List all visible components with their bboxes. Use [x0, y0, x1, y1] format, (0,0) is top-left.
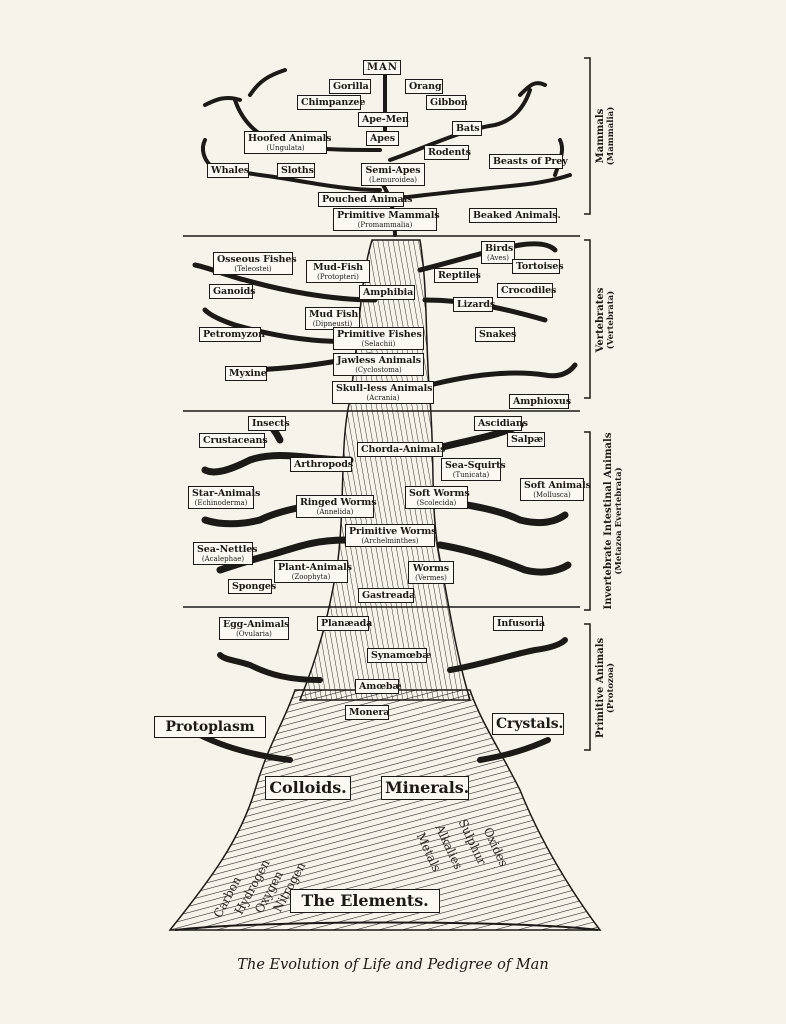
node-the-elements: The Elements.	[290, 889, 440, 913]
node-arthropods: Arthropods	[290, 457, 353, 472]
node-chorda-animals: Chorda-Animals	[357, 442, 445, 457]
node-worms: Worms(Vermes)	[408, 561, 454, 584]
node-insects: Insects	[248, 416, 290, 431]
protozoa-branches	[217, 637, 568, 683]
node-osseous-fishes: Osseous Fishes(Teleostei)	[213, 252, 297, 275]
node-birds: Birds(Aves)	[481, 241, 515, 264]
node-mud-fish-protopteri: Mud-Fish(Protopteri)	[306, 260, 370, 283]
node-monera: Monera	[345, 705, 389, 720]
group-brackets	[584, 57, 591, 751]
group-mammals: Mammals(Mammalia)	[595, 106, 616, 166]
node-star-animals: Star-Animals(Echinoderma)	[188, 486, 260, 509]
node-crocodiles: Crocodiles	[497, 283, 556, 298]
node-beaked-animals: Beaked Animals.	[469, 208, 561, 223]
node-protoplasm: Protoplasm	[154, 716, 266, 738]
node-crustaceans: Crustaceans	[199, 433, 268, 448]
node-amphioxus: Amphioxus	[509, 394, 571, 409]
node-egg-animals: Egg-Animals(Ovularia)	[219, 617, 290, 640]
node-ringed-worms: Ringed Worms(Annelida)	[296, 495, 377, 518]
node-man: MAN	[363, 60, 401, 75]
node-ganoids: Ganoids	[209, 284, 256, 299]
figure-caption: The Evolution of Life and Pedigree of Ma…	[237, 957, 549, 973]
node-bats: Bats	[452, 121, 482, 136]
node-sponges: Sponges	[228, 579, 276, 594]
node-primitive-worms: Primitive Worms(Archelminthes)	[345, 524, 437, 547]
node-amphibia: Amphibia	[359, 285, 415, 300]
trunk	[298, 239, 472, 701]
node-plant-animals: Plant-Animals(Zoophyta)	[274, 560, 352, 583]
node-gorilla: Gorilla	[329, 79, 371, 94]
node-ape-men: Ape-Men	[358, 112, 409, 127]
node-sloths: Sloths	[277, 163, 315, 178]
node-myxine: Myxine	[225, 366, 267, 381]
node-apes: Apes	[366, 131, 399, 146]
node-rodents: Rodents	[424, 145, 471, 160]
node-soft-animals: Soft Animals(Mollusca)	[520, 478, 591, 501]
node-synamoebae: Synamœbæ	[367, 648, 431, 663]
section-dividers	[183, 235, 580, 608]
node-beasts-of-prey: Beasts of Prey	[489, 154, 568, 169]
node-ascidians: Ascidians	[474, 416, 528, 431]
node-lizards: Lizards	[453, 297, 495, 312]
node-soft-worms: Soft Worms(Scolecida)	[405, 486, 470, 509]
node-sea-nettles: Sea-Nettles(Acalephae)	[193, 542, 258, 565]
node-colloids: Colloids.	[265, 776, 351, 800]
node-hoofed-animals: Hoofed Animals(Ungulata)	[244, 131, 331, 154]
node-salpae: Salpæ	[507, 432, 545, 447]
node-minerals: Minerals.	[381, 776, 469, 800]
node-gibbon: Gibbon	[426, 95, 468, 110]
node-planaeada: Planæada	[317, 616, 372, 631]
node-tortoises: Tortoises	[512, 259, 564, 274]
node-jawless-animals: Jawless Animals(Cyclostoma)	[333, 353, 424, 376]
node-snakes: Snakes	[475, 327, 516, 342]
group-primitive-animals: Primitive Animals(Protozoa)	[595, 637, 616, 739]
node-mud-fish-dipneusti: Mud Fish(Dipneusti)	[305, 307, 360, 330]
node-orang: Orang	[405, 79, 443, 94]
node-skull-less-animals: Skull-less Animals(Acrania)	[332, 381, 434, 404]
node-whales: Whales	[207, 163, 249, 178]
node-petromyzon: Petromyzon	[199, 327, 265, 342]
node-semi-apes: Semi-Apes(Lemuroidea)	[361, 163, 425, 186]
trunk-base	[168, 689, 602, 931]
node-pouched-animals: Pouched Animals	[318, 192, 412, 207]
node-infusoria: Infusoria	[493, 616, 545, 631]
node-primitive-mammals: Primitive Mammals(Promammalia)	[333, 208, 440, 231]
node-reptiles: Reptiles	[434, 268, 481, 283]
node-gastreada: Gastreada	[358, 588, 415, 603]
group-invertebrate: Invertebrate Intestinal Animals(Metazoa …	[603, 432, 624, 610]
node-primitive-fishes: Primitive Fishes(Selachii)	[333, 327, 424, 350]
group-vertebrates: Vertebrates(Vertebrata)	[595, 287, 616, 353]
node-amoebae: Amœbæ	[355, 679, 402, 694]
node-sea-squirts: Sea-Squirts(Tunicata)	[441, 458, 506, 481]
node-chimpanzee: Chimpanzee	[297, 95, 365, 110]
node-crystals: Crystals.	[492, 713, 564, 735]
